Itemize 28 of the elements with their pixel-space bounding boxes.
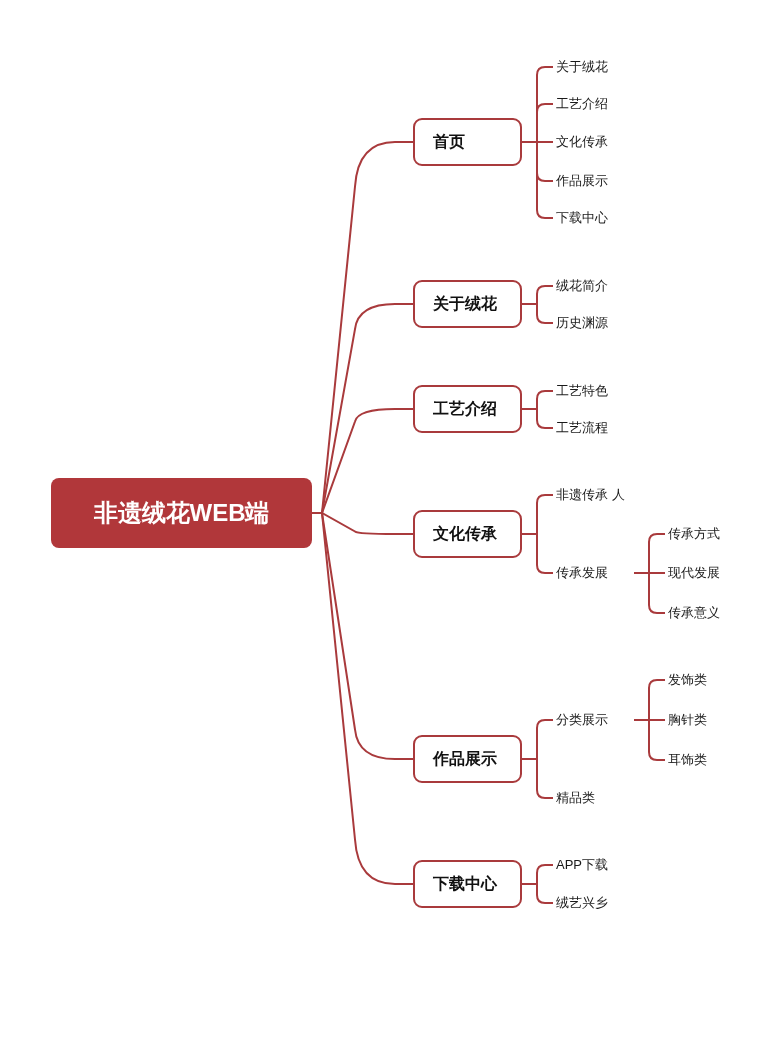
subtopic-label: 作品展示	[553, 171, 608, 191]
topic-box: 文化传承	[413, 510, 522, 558]
topic-box: 关于绒花	[413, 280, 522, 328]
subtopic-label: 下载中心	[553, 208, 608, 228]
subtopic-label: 文化传承	[553, 132, 608, 152]
subtopic-label: 分类展示	[553, 710, 634, 730]
subtopic-label: 工艺特色	[553, 381, 608, 401]
subtopic-label: 工艺流程	[553, 418, 608, 438]
subtopic-label: 绒花简介	[553, 276, 608, 296]
subtopic-label: 关于绒花	[553, 57, 608, 77]
subtopic-label: 非遗传承 人	[553, 485, 625, 505]
topic-box: 作品展示	[413, 735, 522, 783]
subtopic-label: 精品类	[553, 788, 595, 808]
subtopic-label: 绒艺兴乡	[553, 893, 608, 913]
subtopic-label: 现代发展	[665, 563, 720, 583]
subtopic-label: 耳饰类	[665, 750, 707, 770]
topic-box: 工艺介绍	[413, 385, 522, 433]
subtopic-label: 传承意义	[665, 603, 720, 623]
subtopic-label: 工艺介绍	[553, 94, 608, 114]
subtopic-label: 历史渊源	[553, 313, 608, 333]
subtopic-label: 发饰类	[665, 670, 707, 690]
central-topic-box: 非遗绒花WEB端	[51, 478, 312, 548]
topic-box: 下载中心	[413, 860, 522, 908]
subtopic-label: APP下载	[553, 855, 608, 875]
subtopic-label: 传承方式	[665, 524, 720, 544]
topic-box: 首页	[413, 118, 522, 166]
subtopic-label: 传承发展	[553, 563, 634, 583]
subtopic-label: 胸针类	[665, 710, 707, 730]
